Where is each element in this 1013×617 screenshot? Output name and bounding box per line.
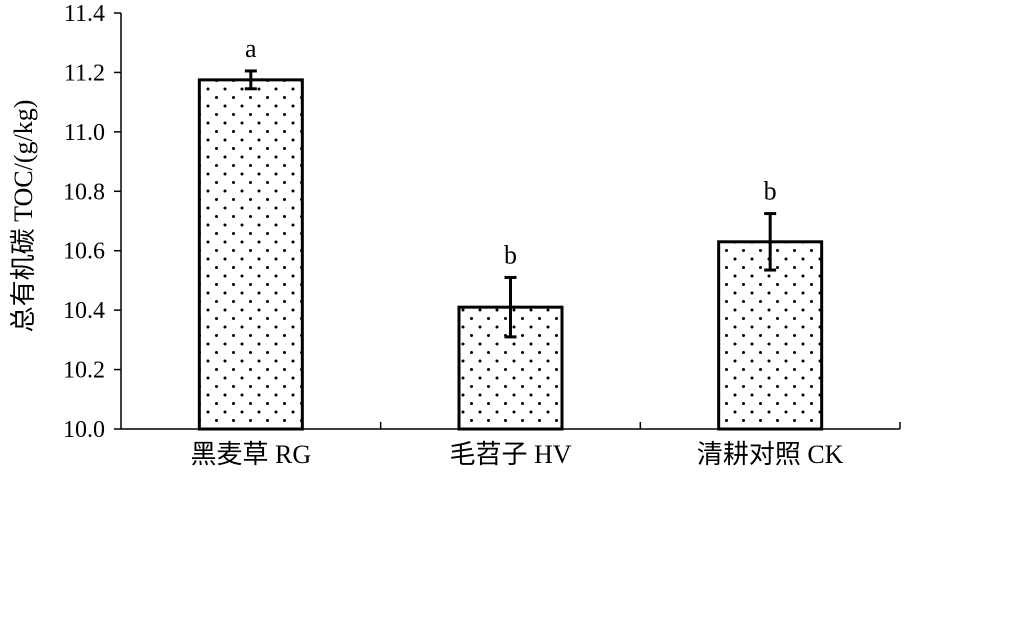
- significance-label: a: [245, 34, 257, 63]
- y-tick-label: 10.4: [63, 298, 105, 324]
- bars: [197, 69, 824, 431]
- y-tick-label: 11.4: [64, 1, 105, 27]
- significance-label: b: [764, 177, 777, 206]
- bar-3: [717, 240, 824, 431]
- significance-label: b: [504, 240, 517, 269]
- x-category-label: 黑麦草 RG: [191, 440, 312, 469]
- y-tick-label: 10.6: [63, 239, 105, 265]
- y-tick-label: 10.2: [63, 358, 105, 384]
- y-tick-label: 11.2: [64, 60, 105, 86]
- x-category-label: 毛苕子 HV: [449, 440, 571, 469]
- x-category-label: 清耕对照 CK: [697, 440, 844, 469]
- y-tick-label: 10.0: [63, 417, 105, 443]
- labels: 10.0 10.2 10.4 10.6 10.8 11.0 11.2 11.4 总有机碳 TOC…: [9, 1, 844, 469]
- y-tick-label: 10.8: [63, 179, 105, 205]
- y-axis-title: 总有机碳 TOC/(g/kg): [9, 100, 38, 333]
- y-tick-label: 11.0: [64, 120, 105, 146]
- bar-1: [197, 78, 304, 431]
